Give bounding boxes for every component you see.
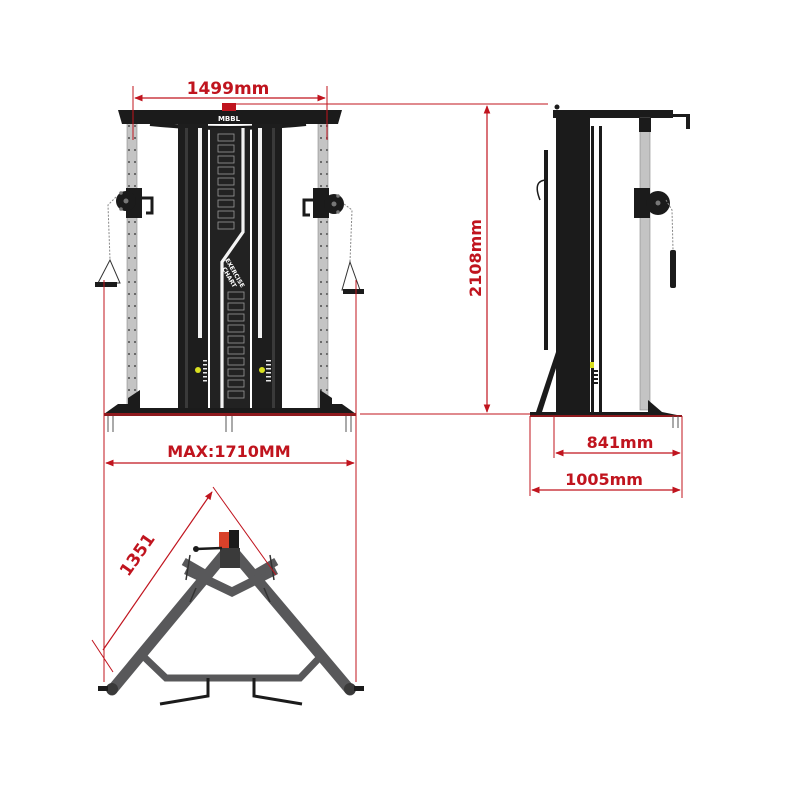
dimension-height: 2108mm [236,103,548,415]
dimension-base-depth: 841mm [553,416,683,498]
left-weight-pin [195,367,201,373]
top-crossbar [118,110,342,124]
left-cable-handle [95,196,121,287]
side-view [530,104,690,428]
label-max-width: MAX:1710MM [167,442,290,461]
right-pulley-carriage [302,188,344,218]
side-upright [639,117,651,411]
exercise-icons-top [217,133,235,230]
top-red-pulley [219,532,231,548]
top-view [98,530,364,706]
dimension-max-width: MAX:1710MM [103,280,357,682]
right-upright [317,117,329,409]
exercise-icons-bottom [227,291,245,399]
label-total-depth: 1005mm [565,470,643,489]
top-foot-right [252,678,303,706]
front-base [104,390,356,414]
top-base-frame [139,652,325,682]
right-cable-handle [341,203,364,294]
label-base-depth: 841mm [587,433,654,452]
dimension-total-depth: 1005mm [529,416,681,496]
side-top-arm [553,110,673,118]
top-cross-brace [184,565,279,598]
chart-stripe [220,128,245,408]
right-weight-pin [259,367,265,373]
label-height: 2108mm [466,219,485,297]
front-view: MBBL EXERCISE CHART [95,103,364,432]
side-weight-tower [556,118,590,413]
dimension-top-width: 1499mm [132,79,328,140]
top-red-cap [222,103,236,111]
top-right-arm [226,544,356,696]
side-base [530,400,682,416]
side-pulley-carriage [634,188,650,218]
left-pulley-carriage [116,188,154,218]
side-rear-strut [536,352,558,412]
side-accessory-bar [544,150,548,350]
brand-mark: MBBL [218,115,241,123]
left-upright [126,117,138,409]
label-top-width: 1499mm [187,79,270,99]
top-handle-bar [195,546,223,551]
top-foot-left [159,678,210,706]
label-diagonal: 1351 [116,530,160,580]
side-handle [670,250,676,288]
top-left-arm [106,544,234,696]
